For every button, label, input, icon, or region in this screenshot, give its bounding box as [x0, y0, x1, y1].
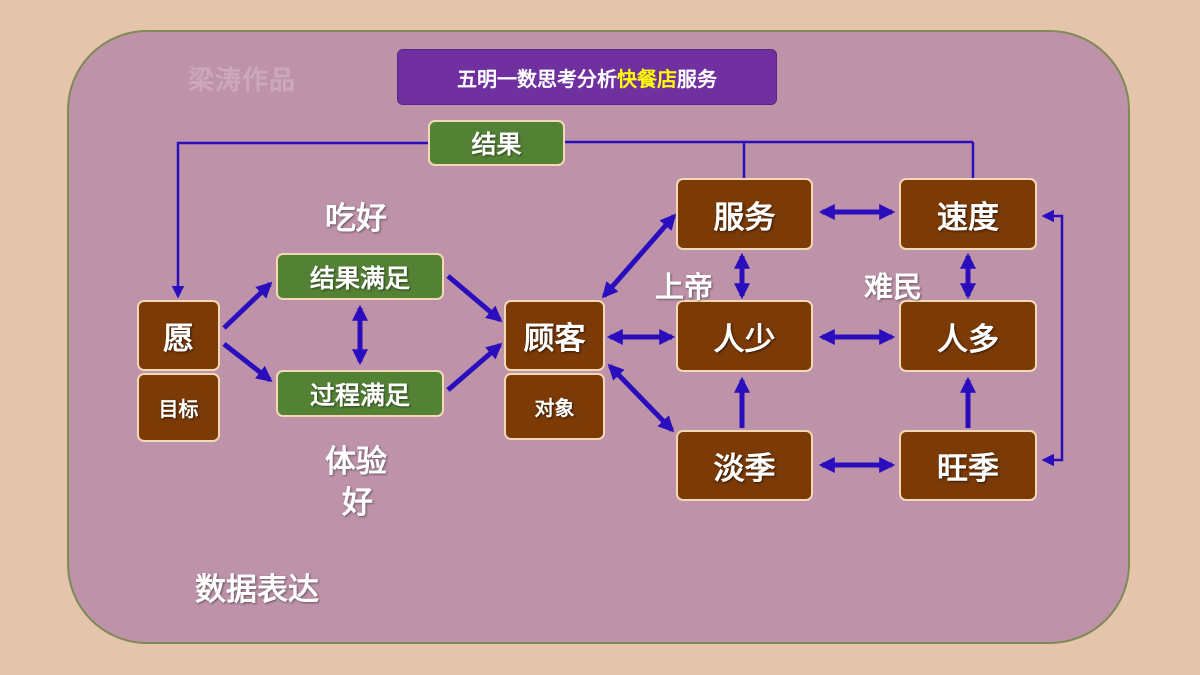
- slide-title: 五明一数思考分析快餐店服务: [397, 49, 777, 105]
- result-node: 结果: [428, 120, 565, 166]
- arrow-process-customer: [446, 342, 503, 392]
- eat-well-label: 吃好: [325, 201, 387, 237]
- title-highlight: 快餐店: [617, 66, 677, 91]
- refugee-label: 难民: [864, 270, 923, 304]
- experience-good-label-line2: 好: [342, 485, 373, 521]
- arrow-wish-result: [222, 281, 273, 330]
- process-satisfied-node: 过程满足: [276, 370, 444, 417]
- speed-node: 速度: [899, 178, 1037, 250]
- customer-node: 顾客: [504, 300, 605, 371]
- arrow-customer-service: [601, 213, 677, 299]
- god-label: 上帝: [655, 270, 714, 304]
- arrow-customer-offseason: [607, 363, 675, 433]
- off-season-node: 淡季: [676, 430, 813, 501]
- arrow-result-customer: [446, 274, 503, 323]
- title-suffix: 服务: [677, 66, 717, 91]
- many-people-node: 人多: [899, 300, 1037, 372]
- service-node: 服务: [676, 178, 813, 250]
- title-prefix: 五明一数思考分析: [457, 66, 617, 91]
- feedback-line-to-wish: [171, 141, 428, 299]
- experience-good-label-line1: 体验: [325, 444, 387, 480]
- object-node: 对象: [504, 373, 605, 440]
- data-expression-label: 数据表达: [195, 572, 319, 608]
- season-speed-bracket: [1041, 209, 1064, 467]
- watermark-text: 梁涛作品: [188, 66, 297, 96]
- arrow-wish-process: [222, 342, 273, 382]
- wish-node: 愿: [137, 300, 220, 371]
- goal-node: 目标: [137, 373, 220, 442]
- peak-season-node: 旺季: [899, 430, 1037, 501]
- few-people-node: 人少: [676, 300, 813, 372]
- result-satisfied-node: 结果满足: [276, 253, 444, 300]
